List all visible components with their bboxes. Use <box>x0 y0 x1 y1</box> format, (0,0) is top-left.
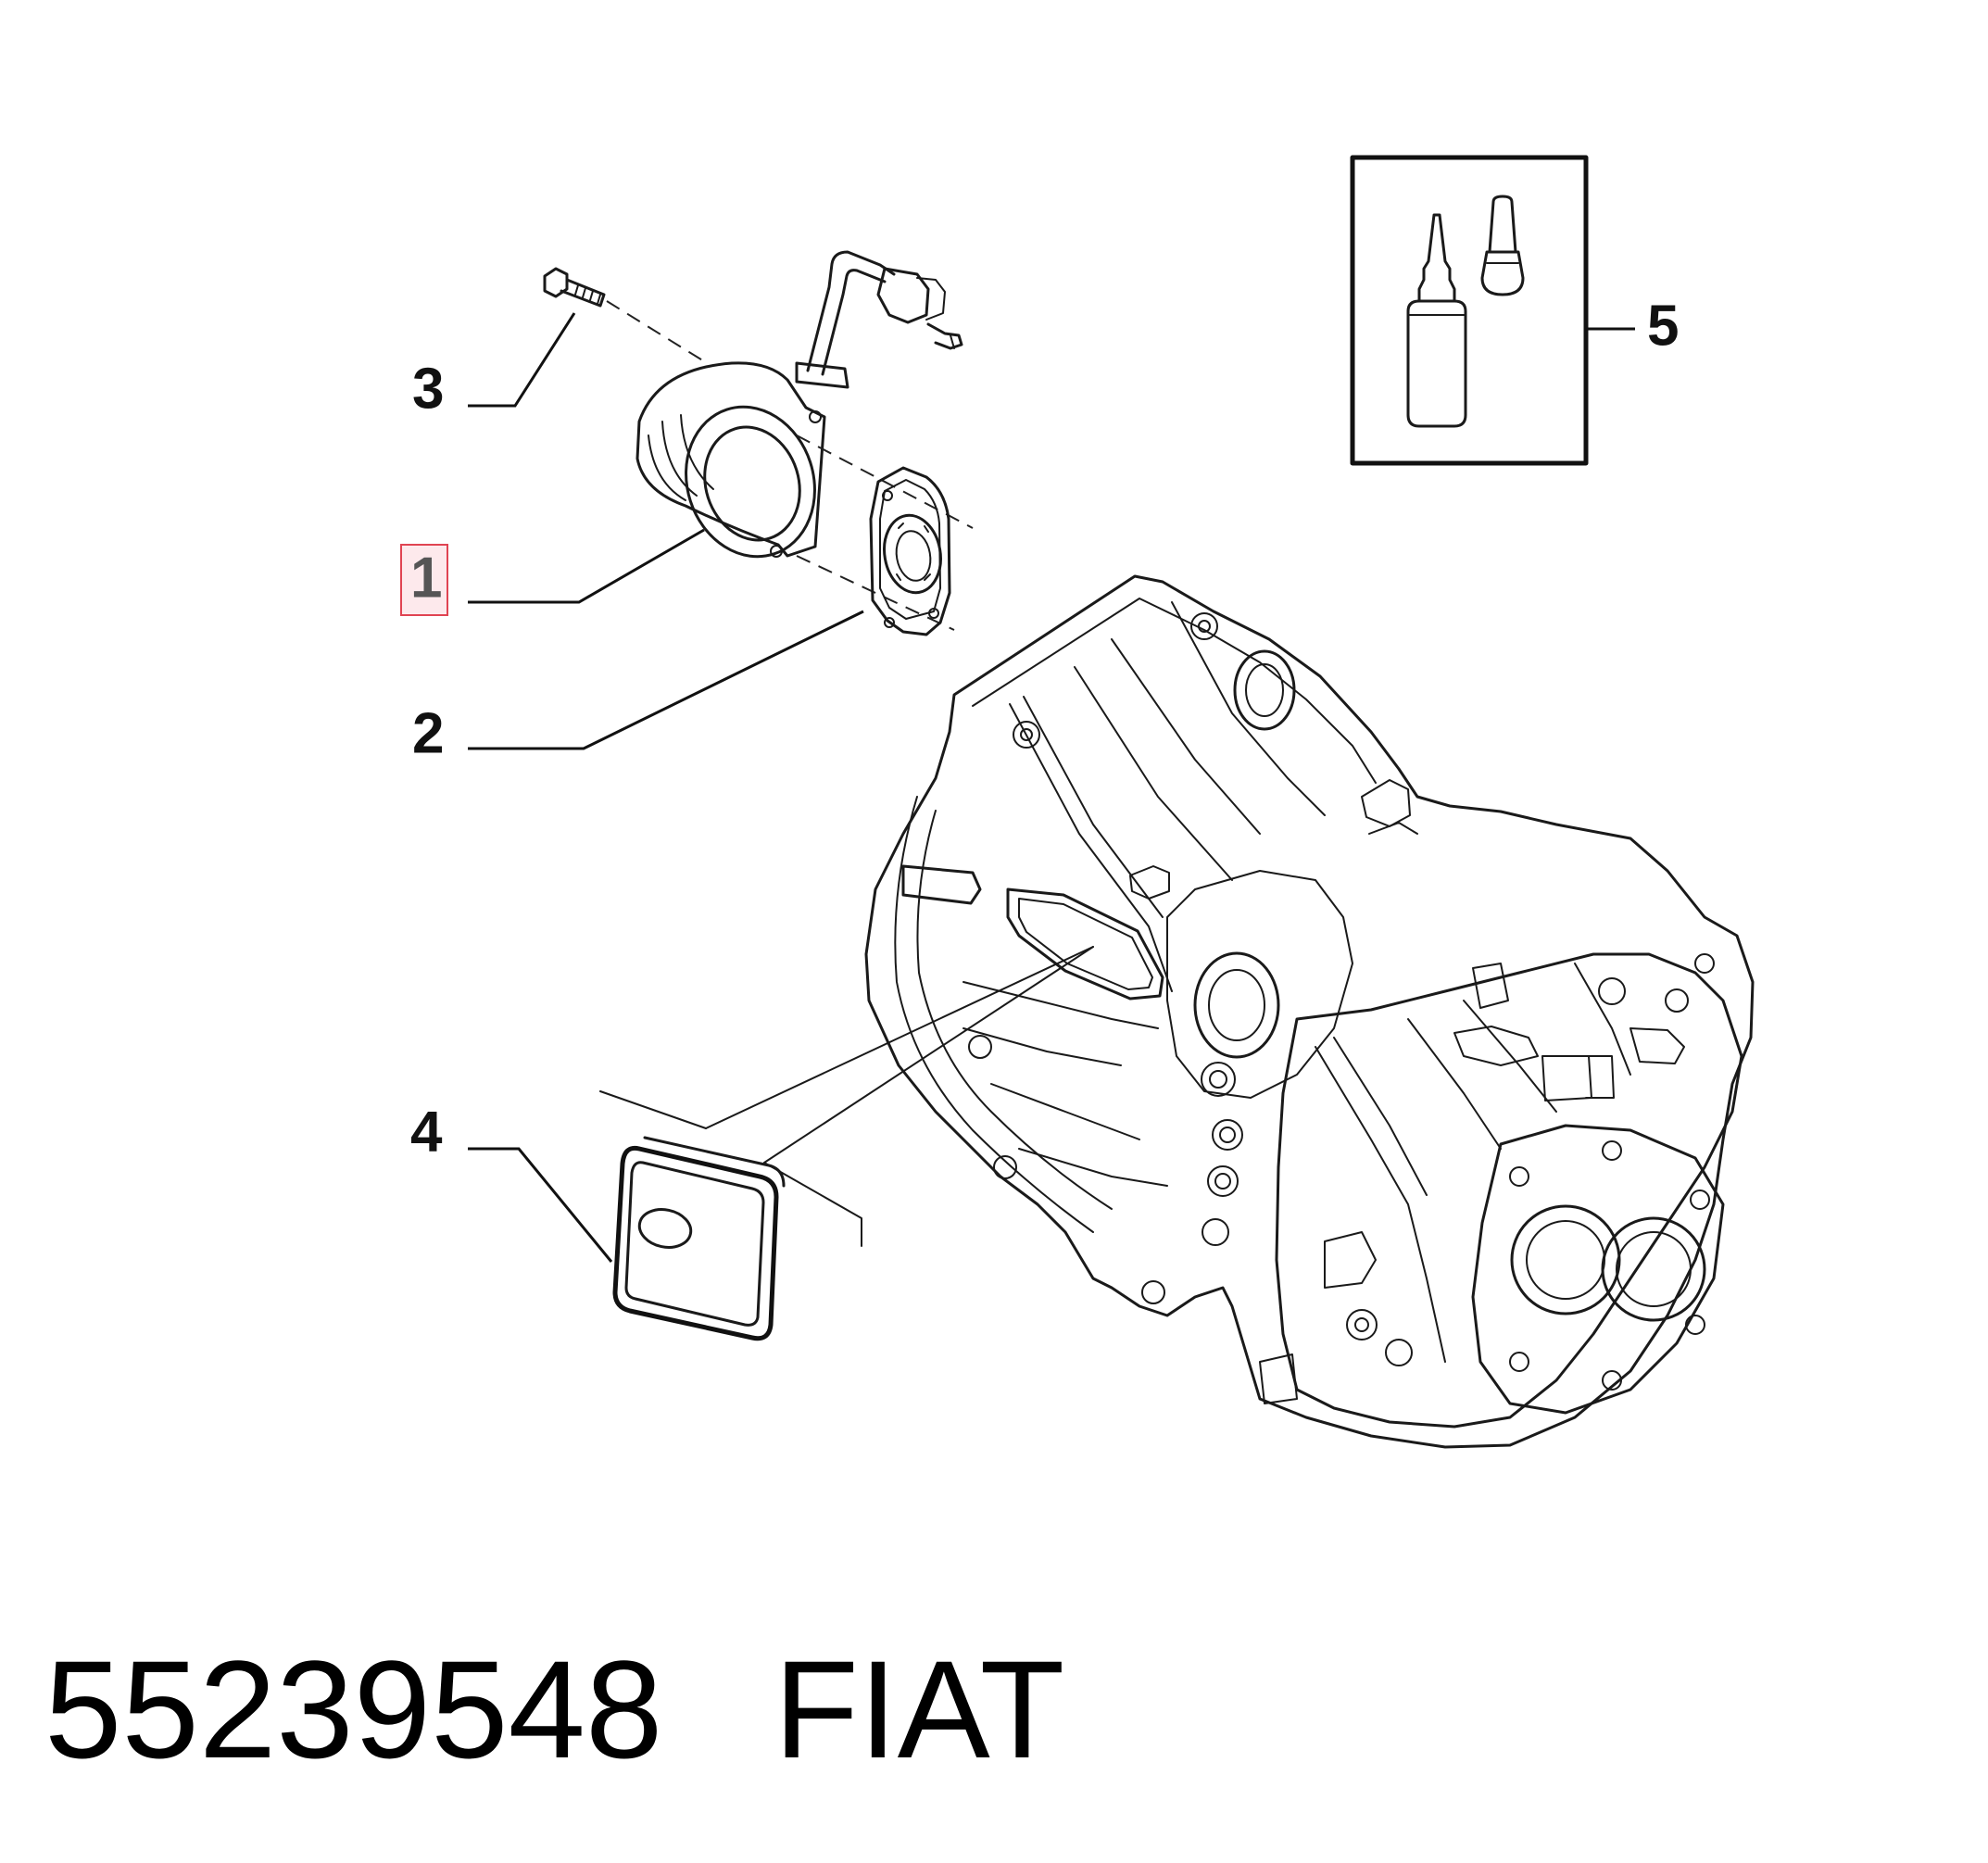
release-bearing-icon <box>869 466 951 636</box>
bolt-group[interactable]: 3 <box>412 267 705 421</box>
leader-4 <box>468 1147 613 1263</box>
sealant-bottle-icon <box>1406 195 1525 428</box>
gasket-plate-icon <box>612 1136 786 1341</box>
callout-4[interactable]: 4 <box>410 1100 443 1164</box>
callout-1-highlight-border <box>400 544 448 616</box>
callout-2[interactable]: 2 <box>412 701 444 765</box>
leader-2 <box>468 610 864 750</box>
gasket-projection-lower <box>763 946 1094 1164</box>
leader-1 <box>468 528 705 604</box>
sealant-kit-frame <box>1350 155 1589 466</box>
gasket-projection-upper <box>705 946 1094 1129</box>
sealant-kit-group[interactable]: 5 <box>1350 155 1679 466</box>
brand-name: FIAT <box>774 1631 1065 1787</box>
leader-3 <box>468 312 576 408</box>
slave-cylinder-group[interactable]: 1 <box>400 250 974 631</box>
gasket-guide-side <box>763 1162 862 1247</box>
cylinder-axis-bottom <box>796 555 955 631</box>
callout-3[interactable]: 3 <box>412 357 444 421</box>
part-number: 55239548 <box>44 1631 663 1787</box>
bolt-icon <box>543 267 606 308</box>
bolt-axis <box>606 300 705 362</box>
callout-1[interactable]: 1 <box>410 546 442 610</box>
release-bearing-group[interactable]: 2 <box>412 466 951 765</box>
callout-1-highlight <box>401 545 447 615</box>
gasket-group[interactable]: 4 <box>410 946 1094 1341</box>
gearbox-housing-icon <box>864 574 1755 1449</box>
cylinder-axis-top <box>796 434 974 529</box>
callout-5[interactable]: 5 <box>1647 294 1679 358</box>
gasket-guide-top <box>599 1090 707 1129</box>
clutch-slave-cylinder-icon <box>635 250 963 559</box>
